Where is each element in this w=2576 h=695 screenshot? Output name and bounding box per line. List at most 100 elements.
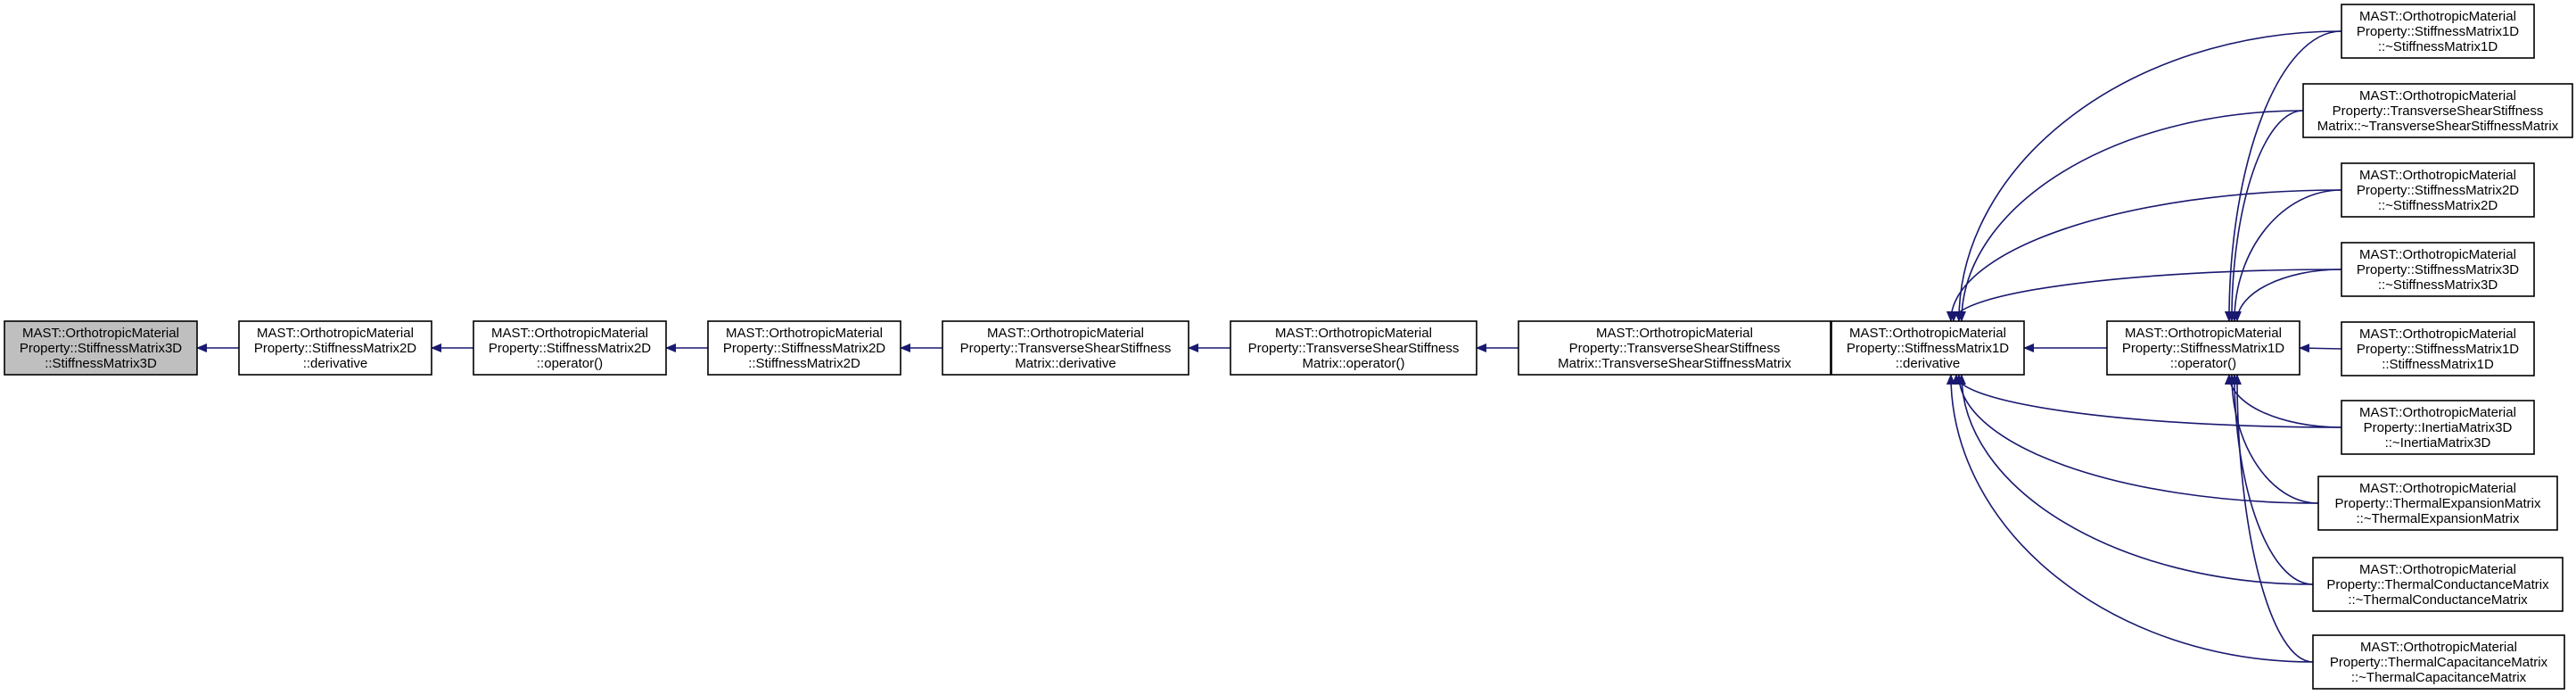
node-box[interactable] bbox=[238, 320, 432, 376]
graph-node-n7[interactable]: MAST::OrthotropicMaterialProperty::Stiff… bbox=[1831, 320, 2025, 376]
node-label-line: Property::ThermalCapacitanceMatrix bbox=[2330, 655, 2548, 670]
node-box[interactable] bbox=[473, 320, 667, 376]
graph-node-r8[interactable]: MAST::OrthotropicMaterialProperty::Therm… bbox=[2312, 634, 2565, 690]
node-label-line: Property::StiffnessMatrix1D bbox=[2357, 24, 2519, 39]
edge-r5-to-n8 bbox=[2224, 374, 2342, 428]
node-label-line: Property::StiffnessMatrix2D bbox=[489, 341, 651, 356]
node-box[interactable] bbox=[2312, 557, 2564, 612]
node-label-line: MAST::OrthotropicMaterial bbox=[2359, 405, 2516, 420]
edge-arrow bbox=[2229, 189, 2342, 322]
node-label-line: Property::StiffnessMatrix1D bbox=[2357, 342, 2519, 357]
edge-arrow bbox=[1954, 374, 2319, 504]
node-box[interactable] bbox=[2341, 400, 2535, 455]
graph-node-n5[interactable]: MAST::OrthotropicMaterialProperty::Trans… bbox=[1230, 320, 1477, 376]
edge-arrow bbox=[1946, 189, 2342, 322]
node-label-line: MAST::OrthotropicMaterial bbox=[987, 326, 1144, 341]
node-box[interactable] bbox=[1230, 320, 1477, 376]
node-label-line: Matrix::~TransverseShearStiffnessMatrix bbox=[2317, 119, 2559, 134]
edge-arrow bbox=[2229, 374, 2314, 585]
node-label-line: MAST::OrthotropicMaterial bbox=[2359, 562, 2516, 577]
node-label-line: MAST::OrthotropicMaterial bbox=[2359, 481, 2516, 496]
graph-node-r7[interactable]: MAST::OrthotropicMaterialProperty::Therm… bbox=[2312, 557, 2564, 612]
graph-node-n6[interactable]: MAST::OrthotropicMaterialProperty::Trans… bbox=[1518, 320, 1831, 376]
node-label-line: Property::TransverseShearStiffness bbox=[960, 341, 1172, 356]
node-label-line: ::~StiffnessMatrix3D bbox=[2378, 277, 2498, 293]
edge-r4-to-n8 bbox=[2299, 343, 2342, 353]
node-label-line: Matrix::operator() bbox=[1302, 356, 1404, 371]
graph-node-r4[interactable]: MAST::OrthotropicMaterialProperty::Stiff… bbox=[2341, 321, 2535, 376]
node-layer: MAST::OrthotropicMaterialProperty::Stiff… bbox=[4, 4, 2573, 690]
node-label-line: MAST::OrthotropicMaterial bbox=[257, 326, 414, 341]
node-box[interactable] bbox=[2341, 162, 2535, 218]
node-box[interactable] bbox=[707, 320, 901, 376]
edge-r7-to-n7 bbox=[1956, 374, 2314, 585]
node-label-line: Property::StiffnessMatrix1D bbox=[1847, 341, 2009, 356]
node-label-line: ::StiffnessMatrix3D bbox=[45, 356, 157, 371]
graph-node-n2[interactable]: MAST::OrthotropicMaterialProperty::Stiff… bbox=[473, 320, 667, 376]
node-label-line: ::operator() bbox=[2170, 356, 2236, 371]
node-label-line: Property::ThermalExpansionMatrix bbox=[2335, 496, 2541, 511]
node-label-line: ::~StiffnessMatrix1D bbox=[2378, 39, 2498, 54]
graph-node-n1[interactable]: MAST::OrthotropicMaterialProperty::Stiff… bbox=[238, 320, 432, 376]
graph-node-n0[interactable]: MAST::OrthotropicMaterialProperty::Stiff… bbox=[4, 320, 198, 376]
node-box[interactable] bbox=[1831, 320, 2025, 376]
node-label-line: Property::TransverseShearStiffness bbox=[1569, 341, 1781, 356]
node-label-line: ::derivative bbox=[1896, 356, 1961, 371]
graph-node-n4[interactable]: MAST::OrthotropicMaterialProperty::Trans… bbox=[942, 320, 1189, 376]
edge-r8-to-n7 bbox=[1946, 374, 2314, 663]
edge-arrow bbox=[2224, 374, 2342, 428]
node-box[interactable] bbox=[2317, 476, 2558, 531]
graph-node-r3[interactable]: MAST::OrthotropicMaterialProperty::Stiff… bbox=[2341, 242, 2535, 297]
edge-arrow bbox=[2299, 343, 2342, 353]
edge-arrow bbox=[1946, 374, 2314, 663]
edge-r5-to-n7 bbox=[1951, 374, 2342, 428]
node-label-line: MAST::OrthotropicMaterial bbox=[2359, 88, 2516, 103]
node-label-line: MAST::OrthotropicMaterial bbox=[2360, 640, 2517, 655]
edge-r7-to-n8 bbox=[2229, 374, 2314, 585]
node-box[interactable] bbox=[2341, 321, 2535, 376]
node-box[interactable] bbox=[2341, 242, 2535, 297]
graph-node-r6[interactable]: MAST::OrthotropicMaterialProperty::Therm… bbox=[2317, 476, 2558, 531]
node-label-line: MAST::OrthotropicMaterial bbox=[2359, 9, 2516, 24]
node-label-line: Property::StiffnessMatrix3D bbox=[2357, 262, 2519, 277]
node-label-line: Property::InertiaMatrix3D bbox=[2364, 420, 2513, 435]
node-box[interactable] bbox=[2312, 634, 2565, 690]
node-label-line: ::~ThermalConductanceMatrix bbox=[2348, 592, 2528, 608]
edge-arrow bbox=[2232, 374, 2314, 663]
node-box[interactable] bbox=[2106, 320, 2300, 376]
edge-arrow bbox=[2232, 269, 2342, 322]
edge-arrow bbox=[1956, 110, 2304, 322]
edge-r1-to-n8 bbox=[2226, 110, 2304, 322]
edge-layer bbox=[196, 30, 2342, 663]
graph-node-n8[interactable]: MAST::OrthotropicMaterialProperty::Stiff… bbox=[2106, 320, 2300, 376]
edge-arrow bbox=[1951, 374, 2342, 428]
graph-node-r2[interactable]: MAST::OrthotropicMaterialProperty::Stiff… bbox=[2341, 162, 2535, 218]
graph-node-n3[interactable]: MAST::OrthotropicMaterialProperty::Stiff… bbox=[707, 320, 901, 376]
node-label-line: ::~ThermalCapacitanceMatrix bbox=[2351, 670, 2527, 685]
node-box[interactable] bbox=[942, 320, 1189, 376]
node-label-line: MAST::OrthotropicMaterial bbox=[1849, 326, 2006, 341]
graph-node-r5[interactable]: MAST::OrthotropicMaterialProperty::Inert… bbox=[2341, 400, 2535, 455]
node-label-line: Matrix::derivative bbox=[1015, 356, 1115, 371]
node-label-line: MAST::OrthotropicMaterial bbox=[2359, 327, 2516, 342]
node-box[interactable] bbox=[1518, 320, 1831, 376]
graph-node-r0[interactable]: MAST::OrthotropicMaterialProperty::Stiff… bbox=[2341, 4, 2535, 59]
node-box[interactable] bbox=[2341, 4, 2535, 59]
edge-r2-to-n8 bbox=[2229, 189, 2342, 322]
edge-r6-to-n8 bbox=[2226, 374, 2319, 504]
graph-node-r1[interactable]: MAST::OrthotropicMaterialProperty::Trans… bbox=[2302, 83, 2573, 138]
node-box[interactable] bbox=[4, 320, 198, 376]
node-label-line: ::StiffnessMatrix1D bbox=[2382, 357, 2494, 372]
edge-r8-to-n8 bbox=[2232, 374, 2314, 663]
edge-arrow bbox=[1954, 30, 2342, 322]
node-label-line: ::operator() bbox=[537, 356, 603, 371]
node-box[interactable] bbox=[2302, 83, 2573, 138]
node-label-line: Property::TransverseShearStiffness bbox=[2333, 103, 2544, 119]
node-label-line: MAST::OrthotropicMaterial bbox=[1596, 326, 1753, 341]
node-label-line: Property::TransverseShearStiffness bbox=[1248, 341, 1460, 356]
edge-r3-to-n8 bbox=[2232, 269, 2342, 322]
edge-arrow bbox=[1956, 374, 2314, 585]
node-label-line: MAST::OrthotropicMaterial bbox=[491, 326, 648, 341]
edge-r2-to-n7 bbox=[1946, 189, 2342, 322]
